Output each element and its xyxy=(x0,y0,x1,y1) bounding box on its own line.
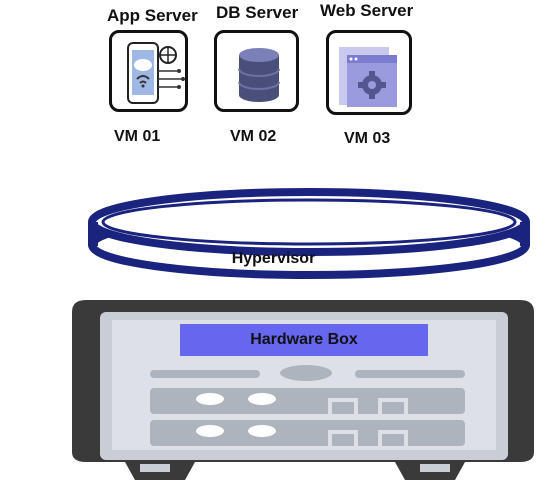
mobile-cloud-icon xyxy=(127,42,185,104)
vm-03-label: VM 03 xyxy=(344,130,391,147)
web-server-title: Web Server xyxy=(320,1,414,20)
db-server-title: DB Server xyxy=(216,3,299,22)
hypervisor-ring xyxy=(88,188,530,279)
web-settings-icon xyxy=(339,47,397,107)
hardware-box-label: Hardware Box xyxy=(180,324,428,356)
hypervisor-label: Hypervisor xyxy=(231,250,316,267)
app-server-node xyxy=(109,30,188,112)
db-server-node xyxy=(214,30,299,112)
vm-02-label: VM 02 xyxy=(230,128,277,145)
app-server-title: App Server xyxy=(107,6,198,25)
web-server-node xyxy=(326,30,412,115)
database-icon xyxy=(238,48,280,102)
vm-01-label: VM 01 xyxy=(114,128,161,145)
